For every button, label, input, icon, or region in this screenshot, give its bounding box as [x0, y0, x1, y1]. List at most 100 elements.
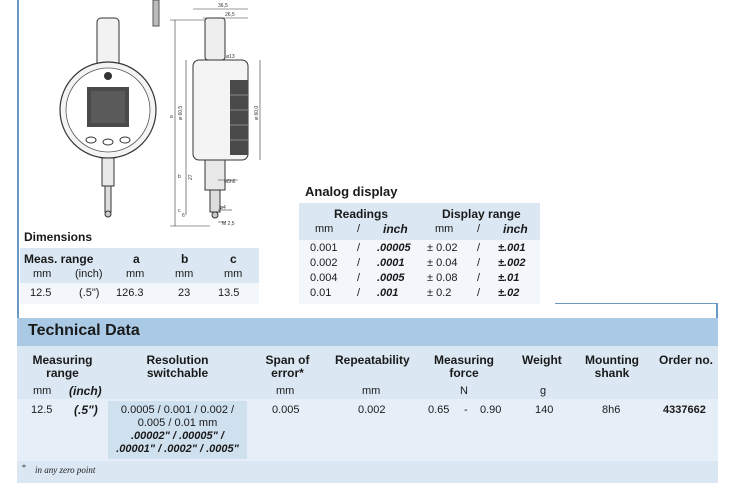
- analog-row0-dinch: ±.001: [498, 242, 526, 254]
- dim-label-d13: ø13: [226, 54, 235, 60]
- dimensions-val-mm: 12.5: [30, 287, 52, 299]
- analog-sub-inch1: inch: [383, 222, 408, 236]
- tech-unit-mm: mm: [33, 385, 52, 397]
- dimensions-unit-c: mm: [224, 268, 243, 280]
- dim-label-top2: 26,5: [225, 12, 235, 18]
- dimension-lines: [170, 8, 261, 227]
- dimensions-unit-mm: mm: [33, 268, 52, 280]
- right-frame-top-line: [555, 303, 718, 304]
- dim-label-6: 6: [182, 213, 185, 219]
- dimensions-unit-b: mm: [175, 268, 194, 280]
- tech-val-mm: 12.5: [31, 404, 53, 416]
- analog-sub-mm1: mm: [315, 223, 334, 235]
- analog-row1-dslash: /: [477, 257, 481, 269]
- dim-label-d4: ø4: [220, 205, 226, 211]
- analog-display-title: Analog display: [305, 184, 398, 199]
- dim-label-d8h6: ø8h6: [224, 179, 236, 185]
- analog-row2-mm: 0.004: [310, 272, 338, 284]
- dimensions-val-a: 126.3: [116, 287, 144, 299]
- tech-unit-inch: (inch): [69, 384, 102, 398]
- tech-val-res-3: .00002" / .00005" /: [130, 430, 224, 442]
- analog-row0-dslash: /: [477, 242, 481, 254]
- tech-val-weight: 140: [535, 404, 554, 416]
- analog-row2-slash: /: [357, 272, 361, 284]
- dimensions-unit-inch: (inch): [75, 268, 103, 280]
- dial-gauge-drawing: 36,5 26,5 ø13 a ø 60,5 ø 60,0 b 27 ø8h6 …: [59, 0, 261, 227]
- analog-sub-slash2: /: [477, 223, 481, 235]
- dim-label-a: a: [170, 114, 173, 120]
- analog-row0-inch: .00005: [377, 242, 411, 254]
- dimensions-table-body: [20, 283, 259, 304]
- dimensions-col-a: a: [133, 252, 140, 266]
- tech-col-span-2: error*: [271, 366, 304, 380]
- dim-label-b: b: [178, 174, 181, 180]
- left-frame-line: [17, 0, 19, 318]
- footnote-text: in any zero point: [35, 465, 96, 475]
- tech-col-force-2: force: [449, 366, 479, 380]
- tech-unit-rep: mm: [362, 385, 381, 397]
- analog-row0-mm: 0.001: [310, 242, 338, 254]
- analog-row1-slash: /: [357, 257, 361, 269]
- analog-display-table: [299, 203, 540, 240]
- dimensions-table-header: [20, 248, 259, 283]
- tech-col-weight: Weight: [522, 353, 562, 367]
- dimensions-unit-a: mm: [126, 268, 145, 280]
- analog-row3-dinch: ±.02: [498, 287, 520, 299]
- tech-val-res-2: 0.005 / 0.01 mm: [137, 417, 218, 429]
- gauge-front-view: [59, 0, 160, 218]
- tech-col-res-2: switchable: [146, 366, 209, 380]
- dimensions-title: Dimensions: [24, 230, 93, 244]
- tech-col-range-2: range: [46, 366, 79, 380]
- tech-val-shank: 8h6: [602, 404, 621, 416]
- dim-label-d605: ø 60,5: [178, 106, 184, 120]
- tech-val-res-4: .00001" / .0002" / .0005": [116, 443, 239, 455]
- analog-sub-mm2: mm: [435, 223, 454, 235]
- analog-row1-mm: 0.002: [310, 257, 338, 269]
- tech-val-span: 0.005: [272, 404, 300, 416]
- analog-display-body: [299, 240, 540, 304]
- dimensions-val-b: 23: [178, 287, 191, 299]
- tech-val-res-1: 0.0005 / 0.001 / 0.002 /: [120, 404, 235, 416]
- analog-row3-mm: 0.01: [310, 287, 332, 299]
- dimensions-col-range: Meas. range: [24, 252, 94, 266]
- dim-label-top1: 36,5: [218, 3, 228, 9]
- tech-col-res-1: Resolution: [146, 353, 209, 367]
- tech-col-shank-2: shank: [594, 366, 630, 380]
- tech-val-force-sep: -: [464, 404, 468, 416]
- analog-col-display: Display range: [442, 207, 521, 221]
- tech-col-span-1: Span of: [265, 353, 310, 367]
- analog-row2-inch: .0005: [377, 272, 405, 284]
- analog-col-readings: Readings: [334, 207, 389, 221]
- analog-row2-dmm: ± 0.08: [427, 272, 458, 284]
- tech-val-rep: 0.002: [358, 404, 386, 416]
- gauge-side-view: [192, 17, 249, 219]
- analog-sub-slash1: /: [357, 223, 361, 235]
- analog-row1-dinch: ±.002: [498, 257, 526, 269]
- analog-sub-inch2: inch: [503, 222, 528, 236]
- analog-row0-slash: /: [357, 242, 361, 254]
- footnote-mark: *: [22, 463, 26, 472]
- analog-row2-dslash: /: [477, 272, 481, 284]
- tech-col-rep: Repeatability: [335, 353, 410, 367]
- analog-row1-inch: .0001: [377, 257, 405, 269]
- dimensions-col-c: c: [230, 252, 237, 266]
- tech-val-order: 4337662: [663, 404, 706, 416]
- tech-data-title: Technical Data: [28, 322, 140, 339]
- dim-label-d600: ø 60,0: [254, 106, 260, 120]
- tech-val-force-max: 0.90: [480, 404, 502, 416]
- tech-unit-force: N: [460, 385, 468, 397]
- dimensions-col-b: b: [181, 252, 189, 266]
- dim-label-c: c: [178, 208, 181, 214]
- analog-row3-slash: /: [357, 287, 361, 299]
- analog-row1-dmm: ± 0.04: [427, 257, 458, 269]
- analog-row2-dinch: ±.01: [498, 272, 520, 284]
- tech-unit-weight: g: [540, 385, 547, 397]
- tech-col-force-1: Measuring: [433, 353, 494, 367]
- tech-val-inch: (.5"): [74, 403, 98, 417]
- tech-col-range-1: Measuring: [32, 353, 93, 367]
- analog-row3-dslash: /: [477, 287, 481, 299]
- tech-val-force-min: 0.65: [428, 404, 450, 416]
- tech-unit-span: mm: [276, 385, 295, 397]
- dim-label-27: 27: [188, 174, 194, 180]
- tech-col-shank-1: Mounting: [585, 353, 639, 367]
